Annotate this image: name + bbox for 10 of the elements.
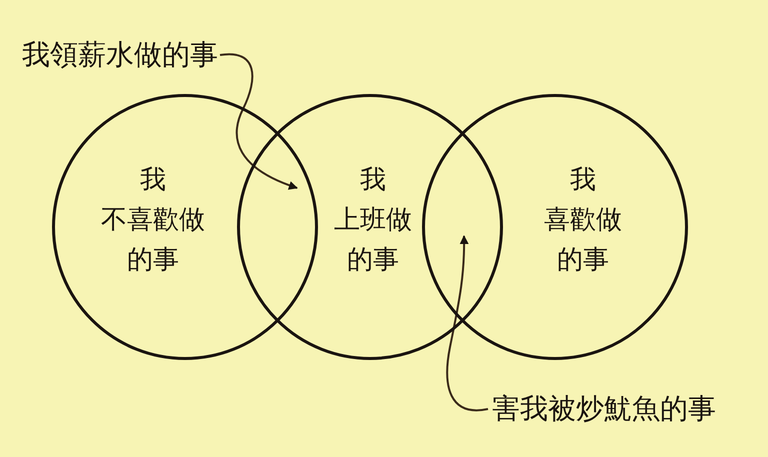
leader-arrow — [446, 235, 488, 412]
set-label: 我上班做的事 — [333, 164, 413, 277]
set-circle — [237, 94, 503, 360]
callout-text: 我領薪水做的事 — [22, 36, 218, 74]
leader-arrow — [220, 53, 298, 190]
callout-text: 害我被炒魷魚的事 — [492, 390, 716, 428]
set-label: 我不喜歡做的事 — [100, 164, 206, 277]
set-circle — [422, 94, 688, 360]
set-label: 我喜歡做的事 — [543, 164, 623, 277]
set-circle — [52, 94, 318, 360]
